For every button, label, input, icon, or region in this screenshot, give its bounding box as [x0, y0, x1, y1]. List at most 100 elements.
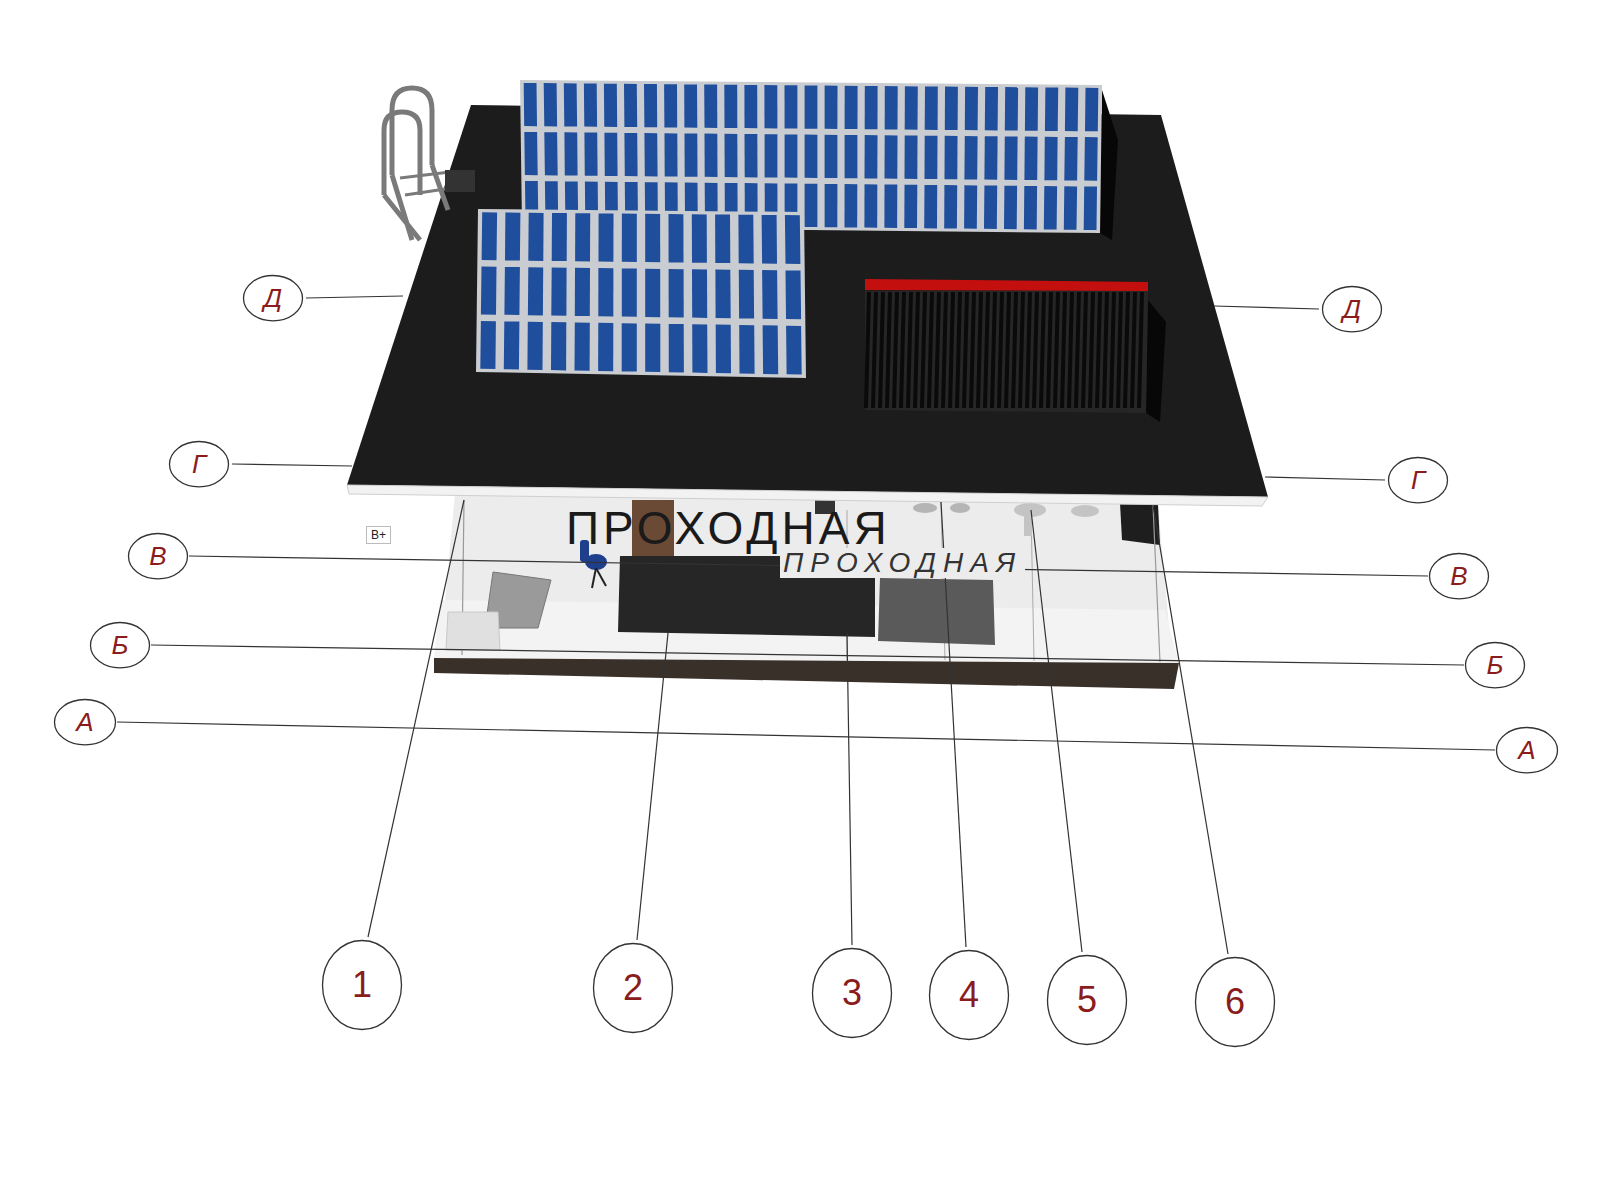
- axis-bubble: В: [1428, 552, 1490, 600]
- solar-cell: [904, 185, 917, 228]
- vacuum-tube: [1055, 292, 1058, 408]
- vacuum-tube: [880, 292, 883, 408]
- solar-cell: [622, 323, 637, 371]
- solar-cell: [664, 84, 677, 127]
- leader-lines: [232, 296, 1385, 954]
- vacuum-tube: [999, 292, 1002, 408]
- fitting: [950, 503, 970, 513]
- solar-cell: [724, 85, 737, 128]
- solar-cell: [575, 268, 590, 316]
- solar-cell: [825, 86, 838, 129]
- solar-cell: [739, 325, 754, 374]
- axis-letter: А: [76, 709, 93, 735]
- axis-letter: Г: [1411, 467, 1425, 493]
- vacuum-tube: [1083, 292, 1086, 408]
- collector-header: [865, 279, 1148, 291]
- solar-cell: [575, 213, 590, 261]
- solar-cell: [785, 85, 798, 128]
- solar-cell: [644, 84, 657, 127]
- solar-cell: [1085, 88, 1098, 132]
- axis-leader: [847, 633, 852, 945]
- vacuum-tube: [922, 292, 925, 408]
- vacuum-tube: [1090, 292, 1093, 408]
- bubble-ellipse: [129, 533, 188, 578]
- collector-shadow: [1146, 300, 1166, 422]
- solar-cell: [544, 83, 557, 126]
- vacuum-tube: [971, 292, 974, 408]
- sink-leg: [1024, 514, 1032, 536]
- callout-number-text: 2: [623, 970, 643, 1006]
- vacuum-tube: [1062, 292, 1065, 408]
- bubble-ellipse: [930, 951, 1009, 1040]
- roof: [347, 105, 1268, 497]
- callout-number: 4: [928, 949, 1010, 1041]
- junction-box: [445, 170, 475, 192]
- callout-number-text: 1: [352, 967, 372, 1003]
- box: [446, 612, 500, 650]
- solar-cell: [738, 215, 753, 264]
- solar-cell: [604, 84, 617, 127]
- axis-letter: В: [1450, 563, 1467, 589]
- room-sign: В+: [366, 526, 391, 544]
- solar-cell: [945, 87, 958, 131]
- bubble-ellipse: [170, 441, 229, 486]
- axis-line: [151, 645, 1464, 665]
- solar-cell: [965, 87, 978, 130]
- solar-cell: [685, 134, 698, 177]
- axis-letter: В: [149, 543, 166, 569]
- solar-cell: [786, 270, 802, 319]
- vacuum-tube: [957, 292, 960, 408]
- collector-tubes: [866, 292, 1142, 408]
- vacuum-tube: [1034, 292, 1037, 408]
- bubble-ellipse: [323, 941, 402, 1030]
- solar-cell: [564, 83, 577, 126]
- solar-cell: [669, 324, 684, 373]
- axis-bubble: А: [53, 698, 117, 746]
- solar-cell: [1004, 186, 1017, 230]
- axis-letter: Б: [1487, 652, 1504, 678]
- axis-letter: Д: [1343, 296, 1361, 322]
- callout-number-text: 3: [842, 975, 862, 1011]
- axis-bubble: Д: [242, 274, 304, 322]
- axis-letter: А: [1518, 737, 1535, 763]
- solar-cell: [1004, 136, 1017, 180]
- bubble-ellipse: [244, 275, 303, 320]
- vacuum-tube: [908, 292, 911, 408]
- solar-cell: [584, 84, 597, 127]
- vacuum-tube: [866, 292, 869, 408]
- solar-cell: [544, 132, 557, 175]
- solar-cell: [785, 134, 798, 177]
- vacuum-tube: [887, 292, 890, 408]
- solar-cell: [739, 270, 754, 319]
- roof-ladder: [384, 88, 452, 240]
- axis-line: [117, 722, 1495, 750]
- solar-cell: [964, 136, 977, 180]
- vacuum-tube: [1076, 292, 1079, 408]
- solar-cell: [705, 134, 718, 177]
- vacuum-tube: [1013, 292, 1016, 408]
- vacuum-tube: [1069, 292, 1072, 408]
- bubble-ellipse: [55, 699, 116, 744]
- solar-cell: [763, 325, 779, 374]
- solar-cell: [481, 267, 497, 315]
- wall-inscription-reflection: ПРОХОДНАЯ: [780, 548, 1025, 578]
- sink: [1071, 505, 1099, 517]
- solar-cell: [985, 87, 998, 130]
- bubble-ellipse: [1389, 457, 1448, 502]
- solar-cell: [551, 322, 566, 370]
- callout-number-text: 4: [959, 977, 979, 1013]
- solar-cell: [584, 133, 597, 176]
- solar-cell: [1064, 137, 1077, 181]
- chair-leg: [592, 568, 596, 588]
- solar-cell: [504, 321, 520, 369]
- solar-cell: [945, 136, 958, 180]
- axis-letter: Д: [264, 285, 282, 311]
- vacuum-tube: [1020, 292, 1023, 408]
- axis-bubble: Б: [89, 621, 151, 669]
- solar-cell: [598, 268, 613, 316]
- solar-cell: [944, 185, 957, 229]
- axis-bubble: А: [1495, 726, 1559, 774]
- solar-cell: [1025, 87, 1038, 131]
- axis-leader: [232, 464, 352, 466]
